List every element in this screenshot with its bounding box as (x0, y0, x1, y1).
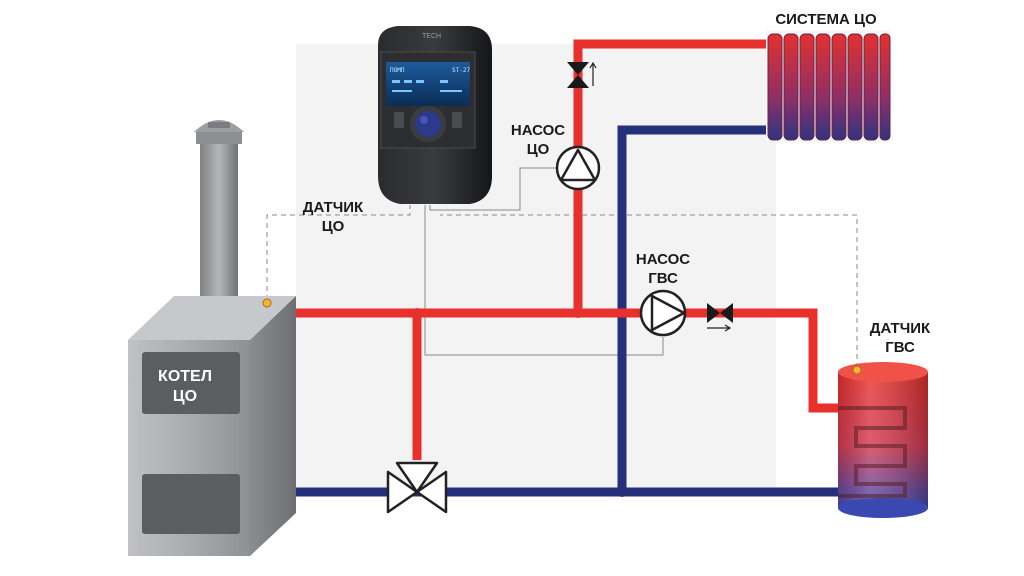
check-valve-icon (707, 303, 733, 332)
co-pump-label-line1: НАСОС (511, 122, 565, 139)
control-wiring (266, 167, 858, 368)
hw-sensor-label-line1: ДАТЧИК (870, 320, 931, 337)
supply-pipes (296, 39, 838, 460)
three-way-valve-icon (386, 461, 448, 514)
controller-screen (386, 62, 470, 106)
boiler: КОТЕЛ ЦО (128, 120, 296, 556)
tank-top (838, 362, 928, 382)
chimney-icon (194, 120, 244, 312)
controller-knob-highlight (420, 116, 428, 124)
hw-pump (639, 289, 687, 337)
tank-bottom (838, 498, 928, 518)
co-sensor-dot (262, 298, 272, 308)
controller-model: ST-27 (452, 67, 470, 74)
hw-sensor-label-line2: ГВС (885, 339, 915, 356)
return-pipes (296, 125, 838, 497)
boiler-top (128, 296, 296, 340)
pipe-junction (573, 308, 583, 318)
hot-water-tank-icon (838, 362, 928, 518)
hw-pump-wire (424, 205, 664, 356)
boiler-label-line2: ЦО (173, 388, 197, 405)
radiator-label: СИСТЕМА ЦО (775, 11, 877, 28)
controller-icon: ПОМП ST-27 TECH (378, 26, 492, 204)
supply-pipe-riser (573, 39, 770, 313)
boiler-door-upper (142, 352, 240, 414)
co-sensor-label-line2: ЦО (322, 218, 345, 235)
co-pump-triangle (559, 148, 597, 182)
hw-pump-label-line2: ГВС (648, 270, 678, 287)
radiator-fins (767, 33, 891, 141)
pipe-junction (412, 308, 422, 318)
hw-pump-triangle (650, 294, 686, 332)
co-sensor-label-line1: ДАТЧИК (303, 199, 364, 216)
system-background (296, 44, 776, 494)
hw-pump-label-line1: НАСОС (636, 251, 690, 268)
boiler-door-lower (142, 474, 240, 534)
controller-brand: TECH (422, 33, 441, 40)
tank-shade (838, 372, 928, 508)
co-sensor-wire (266, 205, 411, 300)
hw-sensor-wire (440, 214, 858, 368)
co-pump-label-line2: ЦО (527, 141, 550, 158)
controller-button-right[interactable] (452, 112, 462, 128)
controller-button-left[interactable] (394, 112, 404, 128)
check-valve-icon (567, 61, 597, 88)
radiator-icon (766, 30, 891, 142)
supply-pipe-main (296, 308, 838, 413)
tank-coil (838, 406, 907, 498)
flow-arrow (707, 324, 732, 332)
co-pump (555, 145, 601, 191)
controller-screen-bars (392, 80, 462, 92)
pipe-junction (617, 487, 627, 497)
boiler-side (250, 296, 296, 556)
hw-sensor-dot (852, 365, 862, 375)
boiler-label-line1: КОТЕЛ (158, 368, 212, 385)
return-pipe-riser (617, 125, 770, 492)
controller-knob[interactable] (415, 111, 441, 137)
controller-screen-text: ПОМП (390, 67, 405, 74)
flow-arrow (589, 61, 597, 86)
co-pump-wire (429, 167, 557, 211)
